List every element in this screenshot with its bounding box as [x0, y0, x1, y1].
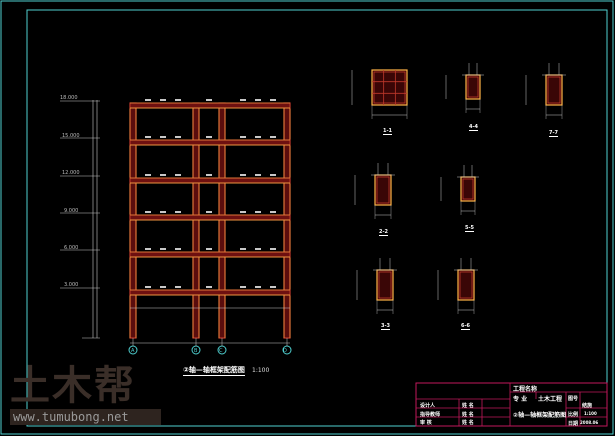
- section-label: 2-2: [379, 229, 389, 236]
- rebar-note: [145, 248, 151, 250]
- tb-scale-value: 1:100: [584, 411, 597, 416]
- tb-scale-label: 比例: [568, 412, 579, 418]
- watermark-url: www.tumubong.net: [10, 409, 161, 425]
- rebar-note: [160, 211, 166, 213]
- stirrup: [459, 271, 473, 299]
- title-block: [415, 382, 608, 427]
- rebar-note: [206, 211, 212, 213]
- rebar-note: [240, 211, 246, 213]
- rebar-note: [240, 99, 246, 101]
- stirrup: [378, 271, 392, 299]
- rebar-note: [160, 99, 166, 101]
- level-label: 9.000: [64, 208, 79, 214]
- stirrup: [462, 178, 474, 200]
- rebar-note: [145, 136, 151, 138]
- rebar-note: [270, 248, 276, 250]
- axis-label: C: [219, 348, 223, 354]
- rebar-note: [206, 99, 212, 101]
- tb-major-label: 专 业: [513, 396, 528, 403]
- rebar-note: [255, 211, 261, 213]
- rebar-note: [270, 136, 276, 138]
- tb-drawing-no: 结施: [582, 403, 593, 409]
- rebar-note: [255, 286, 261, 288]
- tb-role: 审 核: [420, 420, 432, 426]
- tb-date-label: 日期: [568, 421, 579, 427]
- level-label: 6.000: [64, 245, 79, 251]
- stirrup: [547, 76, 561, 104]
- rebar-note: [206, 136, 212, 138]
- beam: [129, 251, 291, 258]
- rebar-note: [175, 99, 181, 101]
- rebar-note: [160, 174, 166, 176]
- inner-border: [26, 9, 608, 427]
- tb-role: 指导教师: [420, 412, 441, 418]
- tb-role: 设计人: [420, 403, 436, 409]
- section-label: 5-5: [465, 225, 475, 232]
- tb-name: 姓 名: [462, 403, 474, 409]
- rebar-note: [175, 248, 181, 250]
- beam: [129, 289, 291, 296]
- tb-date-value: 2008.06: [580, 420, 599, 425]
- rebar-note: [240, 136, 246, 138]
- rebar-note: [160, 136, 166, 138]
- tb-name: 姓 名: [462, 412, 474, 418]
- rebar-note: [270, 286, 276, 288]
- tb-name: 姓 名: [462, 420, 474, 426]
- rebar-note: [240, 286, 246, 288]
- beam: [129, 139, 291, 146]
- rebar-note: [240, 174, 246, 176]
- rebar-note: [206, 286, 212, 288]
- beam: [129, 102, 291, 109]
- section-label: 7-7: [549, 130, 559, 137]
- rebar-note: [145, 211, 151, 213]
- rebar-note: [255, 99, 261, 101]
- stirrup: [373, 71, 406, 104]
- rebar-note: [160, 286, 166, 288]
- rebar-note: [206, 248, 212, 250]
- rebar-note: [145, 99, 151, 101]
- rebar-note: [270, 99, 276, 101]
- section-label: 6-6: [461, 323, 471, 330]
- rebar-note: [270, 174, 276, 176]
- rebar-note: [175, 136, 181, 138]
- axis-label: B: [194, 348, 198, 354]
- rebar-note: [175, 286, 181, 288]
- tb-drawing-no-label: 图号: [568, 396, 579, 402]
- frame-title: ②轴—轴框架配筋图: [183, 366, 245, 376]
- section-outline: [545, 74, 563, 106]
- axis-label: A: [131, 348, 135, 354]
- beam: [129, 214, 291, 221]
- rebar-note: [206, 174, 212, 176]
- rebar-note: [255, 136, 261, 138]
- rebar-note: [255, 174, 261, 176]
- level-label: 18.000: [60, 95, 78, 101]
- rebar-note: [175, 174, 181, 176]
- section-label: 4-4: [469, 124, 479, 131]
- stirrup: [467, 76, 479, 98]
- beam: [129, 177, 291, 184]
- watermark-logo: 土木帮: [10, 363, 136, 409]
- section-label: 3-3: [381, 323, 391, 330]
- rebar-note: [160, 248, 166, 250]
- tb-project-label: 工程名称: [513, 386, 538, 393]
- level-label: 12.000: [62, 170, 80, 176]
- stirrup: [376, 176, 390, 204]
- tb-drawing-title: ②轴—轴框架配筋图: [513, 412, 567, 419]
- rebar-note: [255, 248, 261, 250]
- rebar-note: [175, 211, 181, 213]
- tb-major-value: 土木工程: [538, 396, 563, 403]
- axis-label: D: [283, 348, 287, 354]
- frame-scale: 1:100: [252, 367, 270, 374]
- rebar-note: [145, 286, 151, 288]
- level-label: 3.000: [64, 282, 79, 288]
- section-outline: [371, 69, 408, 106]
- rebar-note: [145, 174, 151, 176]
- rebar-note: [270, 211, 276, 213]
- section-label: 1-1: [383, 128, 393, 135]
- level-label: 15.000: [62, 133, 80, 139]
- rebar-note: [240, 248, 246, 250]
